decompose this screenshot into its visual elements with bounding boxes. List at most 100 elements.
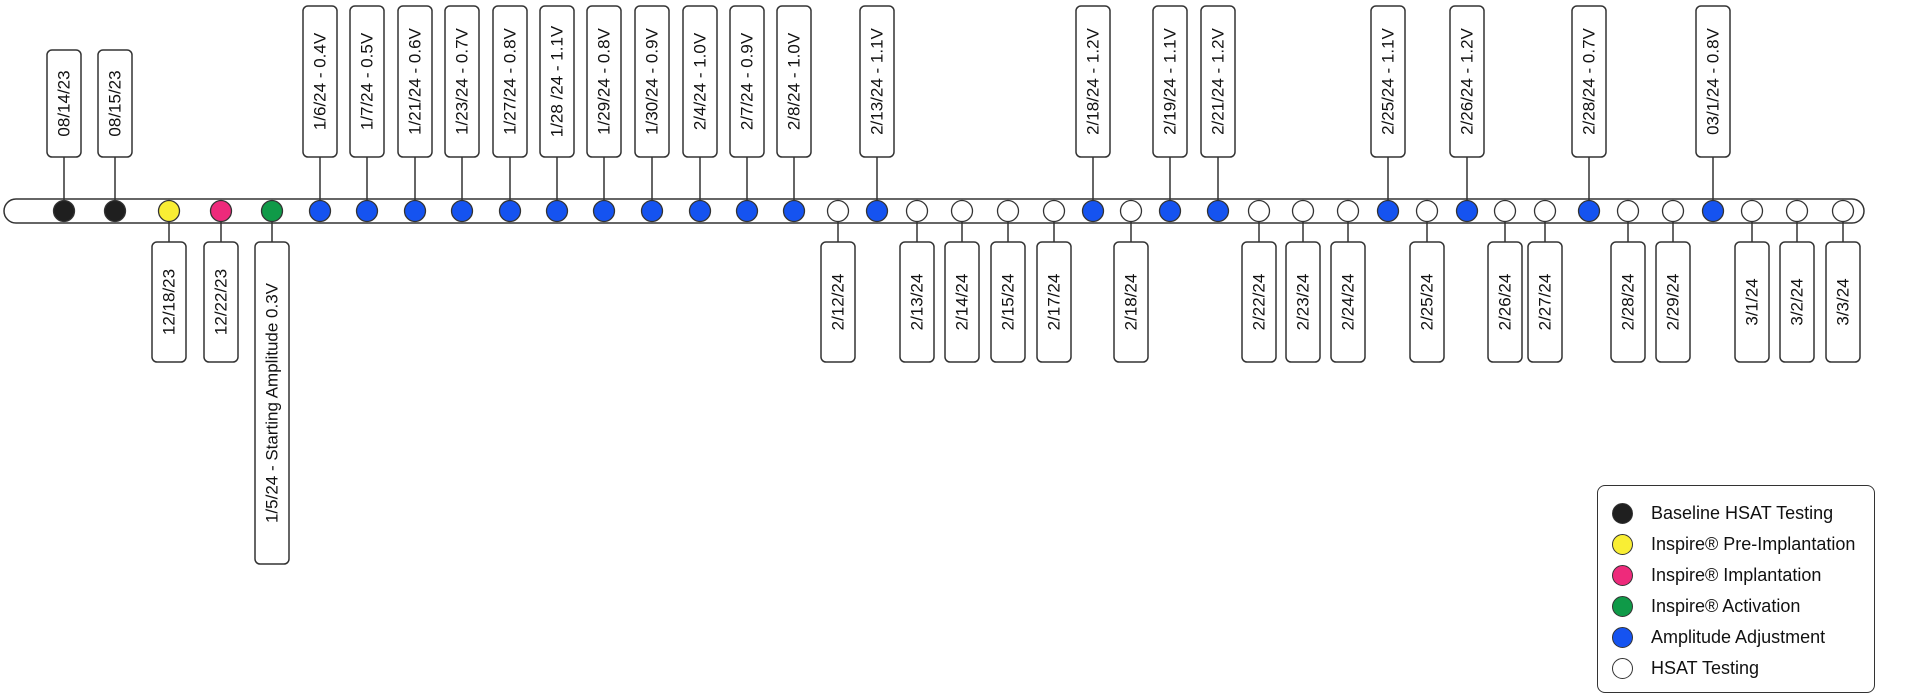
event-label: 2/24/24: [1339, 274, 1358, 331]
event-dot-hsat: [1493, 199, 1517, 223]
legend-label: Inspire® Pre-Implantation: [1651, 534, 1856, 554]
event-dot-baseline: [103, 199, 127, 223]
event-label: 2/12/24: [829, 274, 848, 331]
legend-swatch: [1612, 534, 1633, 555]
event-label: 2/18/24: [1122, 274, 1141, 331]
event-dot-amplitude: [498, 199, 522, 223]
event-label: 2/8/24 - 1.0V: [785, 32, 804, 130]
event-label-box: [349, 5, 385, 158]
event-label: 1/6/24 - 0.4V: [311, 32, 330, 130]
legend-label: Baseline HSAT Testing: [1651, 503, 1834, 523]
event-dot-hsat: [1533, 199, 1557, 223]
legend-swatch: [1612, 596, 1633, 617]
event-dot-amplitude: [592, 199, 616, 223]
event-dot-amplitude: [1158, 199, 1182, 223]
event-dot-hsat: [950, 199, 974, 223]
event-label-box: [859, 5, 895, 158]
event-label-box: [1734, 241, 1770, 363]
event-dot-amplitude: [450, 199, 474, 223]
event-label-box: [1527, 241, 1563, 363]
event-label-box: [46, 49, 82, 158]
event-dot-hsat: [1740, 199, 1764, 223]
event-dot-amplitude: [308, 199, 332, 223]
event-label-box: [1825, 241, 1861, 363]
event-label: 2/28/24 - 0.7V: [1580, 27, 1599, 134]
event-label: 12/22/23: [212, 269, 231, 335]
event-label: 12/18/23: [160, 269, 179, 335]
event-dot-amplitude: [355, 199, 379, 223]
event-dot-activation: [260, 199, 284, 223]
event-dot-hsat: [1831, 199, 1855, 223]
event-label: 03/1/24 - 0.8V: [1704, 27, 1723, 134]
event-dot-hsat: [996, 199, 1020, 223]
event-dot-amplitude: [782, 199, 806, 223]
event-label-box: [1655, 241, 1691, 363]
event-label: 2/27/24: [1536, 274, 1555, 331]
event-label: 08/15/23: [106, 70, 125, 136]
event-dot-amplitude: [1206, 199, 1230, 223]
legend-swatch: [1612, 658, 1633, 679]
event-label-box: [682, 5, 718, 158]
event-label: 2/28/24: [1619, 274, 1638, 331]
event-dot-hsat: [1119, 199, 1143, 223]
event-label: 1/28 /24 - 1.1V: [548, 25, 567, 137]
legend-swatch: [1612, 627, 1633, 648]
event-dot-amplitude: [403, 199, 427, 223]
event-label-box: [539, 5, 575, 158]
event-label-box: [1610, 241, 1646, 363]
legend-item-baseline: Baseline HSAT Testing: [1612, 498, 1874, 529]
event-label: 2/13/24: [908, 274, 927, 331]
event-label-box: [1779, 241, 1815, 363]
event-label-box: [990, 241, 1026, 363]
event-label-box: [397, 5, 433, 158]
event-dot-hsat: [1042, 199, 1066, 223]
event-label-box: [776, 5, 812, 158]
event-label: 2/13/24 - 1.1V: [868, 27, 887, 134]
event-dot-hsat: [1247, 199, 1271, 223]
event-label: 2/15/24: [999, 274, 1018, 331]
event-label: 2/4/24 - 1.0V: [691, 32, 710, 130]
legend-label: Inspire® Activation: [1651, 596, 1801, 616]
legend-item-implantation: Inspire® Implantation: [1612, 560, 1874, 591]
event-dot-hsat: [1336, 199, 1360, 223]
event-label-box: [1695, 5, 1731, 158]
event-label-box: [97, 49, 133, 158]
event-label-box: [1370, 5, 1406, 158]
legend-item-activation: Inspire® Activation: [1612, 591, 1874, 622]
event-dot-hsat: [826, 199, 850, 223]
event-label-box: [1036, 241, 1072, 363]
event-dot-pre-implantation: [157, 199, 181, 223]
event-dot-hsat: [1661, 199, 1685, 223]
event-dot-amplitude: [865, 199, 889, 223]
legend-item-amplitude: Amplitude Adjustment: [1612, 622, 1874, 653]
legend-item-hsat: HSAT Testing: [1612, 653, 1874, 684]
legend-label: Inspire® Implantation: [1651, 565, 1822, 585]
event-dot-hsat: [1291, 199, 1315, 223]
event-dot-amplitude: [688, 199, 712, 223]
event-dot-hsat: [1785, 199, 1809, 223]
event-label: 2/18/24 - 1.2V: [1084, 27, 1103, 134]
event-dot-baseline: [52, 199, 76, 223]
event-label-box: [586, 5, 622, 158]
event-label-box: [1449, 5, 1485, 158]
event-dot-amplitude: [1701, 199, 1725, 223]
event-label: 2/23/24: [1294, 274, 1313, 331]
event-label: 1/29/24 - 0.8V: [595, 27, 614, 134]
event-label-box: [944, 241, 980, 363]
event-label: 2/19/24 - 1.1V: [1161, 27, 1180, 134]
event-label: 2/25/24: [1418, 274, 1437, 331]
event-label-box: [254, 241, 290, 565]
event-label: 1/7/24 - 0.5V: [358, 32, 377, 130]
legend-swatch: [1612, 503, 1633, 524]
event-dot-amplitude: [1081, 199, 1105, 223]
event-dot-implantation: [209, 199, 233, 223]
event-label: 1/27/24 - 0.8V: [501, 27, 520, 134]
event-label: 2/29/24: [1664, 274, 1683, 331]
event-label: 2/26/24: [1496, 274, 1515, 331]
legend-label: Amplitude Adjustment: [1651, 627, 1826, 647]
event-label-box: [1330, 241, 1366, 363]
event-dot-hsat: [1415, 199, 1439, 223]
event-dot-hsat: [905, 199, 929, 223]
event-label-box: [634, 5, 670, 158]
